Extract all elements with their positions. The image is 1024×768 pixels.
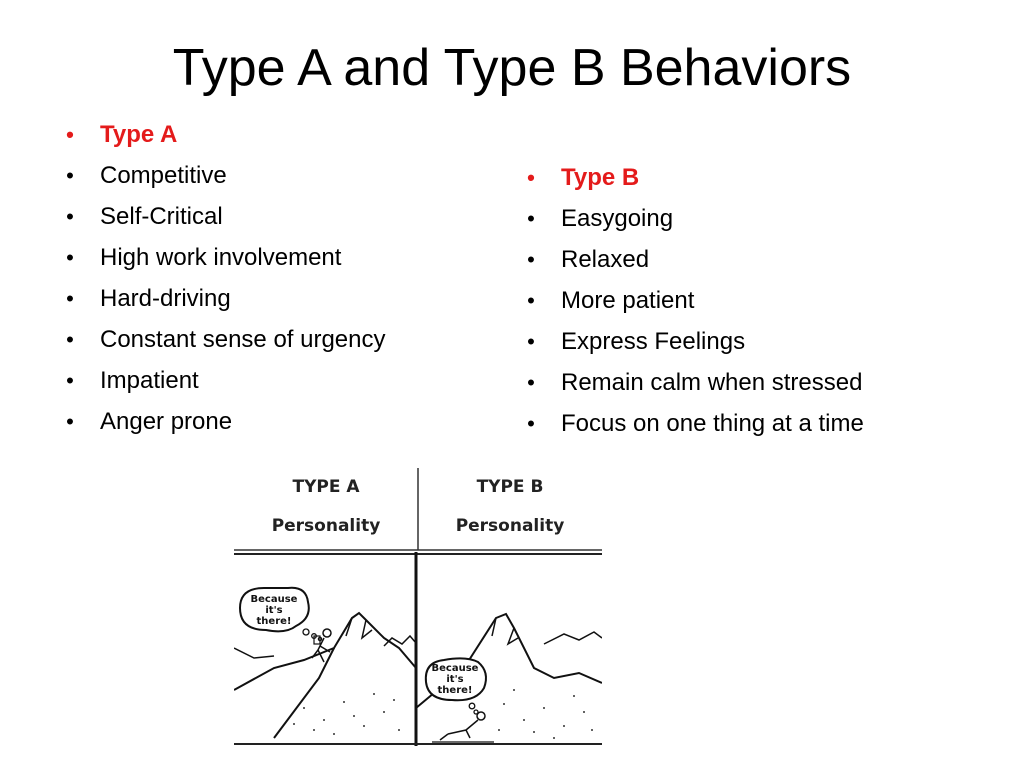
type-a-heading: •Type A xyxy=(60,114,386,155)
right-bubble-line-1: Because xyxy=(432,663,479,674)
cartoon-illustration: TYPE A Personality TYPE B Personality Be… xyxy=(234,468,602,746)
left-bubble-line-1: Because xyxy=(251,594,298,605)
right-mountain xyxy=(415,612,602,709)
bullet-icon: • xyxy=(527,411,535,436)
bullet-icon: • xyxy=(527,288,535,313)
bullet-icon: • xyxy=(66,327,74,352)
bullet-icon: • xyxy=(66,368,74,393)
bullet-icon: • xyxy=(66,163,74,188)
bullet-icon: • xyxy=(66,286,74,311)
left-speech-bubble: Because it's there! xyxy=(238,586,323,642)
right-caption-type: TYPE B xyxy=(477,477,544,497)
bullet-icon: • xyxy=(66,245,74,270)
left-bubble-line-3: there! xyxy=(257,616,292,627)
slide-title: Type A and Type B Behaviors xyxy=(172,39,852,97)
right-speech-bubble: Because it's there! xyxy=(424,657,487,715)
list-item: •Remain calm when stressed xyxy=(521,362,864,403)
left-ground-dots xyxy=(293,693,400,735)
right-ground-dots xyxy=(498,689,593,739)
left-caption-type: TYPE A xyxy=(292,477,360,497)
list-item: •Self-Critical xyxy=(60,196,386,237)
left-caption-personality: Personality xyxy=(272,516,381,536)
right-relaxing-person-icon xyxy=(432,711,494,743)
bullet-icon: • xyxy=(66,122,74,147)
list-item: •Relaxed xyxy=(521,239,864,280)
list-item: •More patient xyxy=(521,280,864,321)
list-item: •Hard-driving xyxy=(60,278,386,319)
list-item: •Constant sense of urgency xyxy=(60,319,385,360)
bullet-icon: • xyxy=(66,204,74,229)
list-item: •Easygoing xyxy=(521,198,864,239)
bullet-icon: • xyxy=(527,329,535,354)
bullet-icon: • xyxy=(527,247,535,272)
bullet-icon: • xyxy=(527,206,535,231)
type-b-list: •Type B •Easygoing •Relaxed •More patien… xyxy=(521,157,864,444)
bullet-icon: • xyxy=(527,370,535,395)
bullet-icon: • xyxy=(66,409,74,434)
list-item: •High work involvement xyxy=(60,237,386,278)
type-b-heading: •Type B xyxy=(521,157,864,198)
bullet-icon: • xyxy=(527,165,535,190)
left-bubble-line-2: it's xyxy=(265,605,282,616)
right-bubble-line-2: it's xyxy=(446,674,463,685)
list-item: •Impatient xyxy=(60,360,386,401)
type-a-list: •Type A •Competitive •Self-Critical •Hig… xyxy=(60,114,386,442)
list-item: •Competitive xyxy=(60,155,386,196)
left-mountain xyxy=(234,611,417,739)
right-bubble-line-3: there! xyxy=(438,685,473,696)
personality-cartoon: TYPE A Personality TYPE B Personality Be… xyxy=(234,468,602,746)
list-item: •Focus on one thing at a time xyxy=(521,403,864,444)
right-caption-personality: Personality xyxy=(456,516,565,536)
list-item: •Express Feelings xyxy=(521,321,864,362)
list-item: •Anger prone xyxy=(60,401,386,442)
